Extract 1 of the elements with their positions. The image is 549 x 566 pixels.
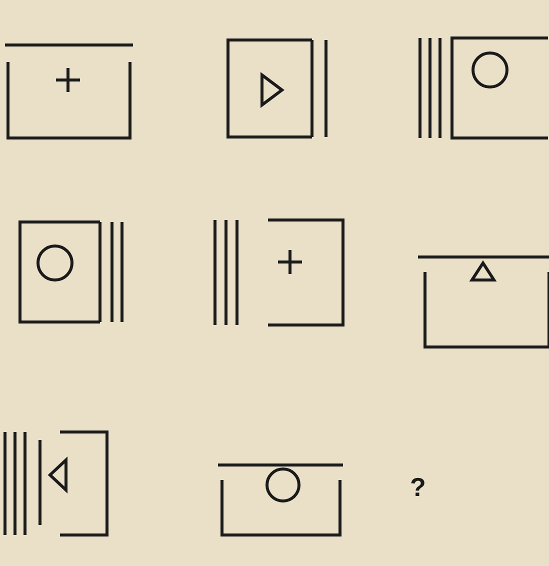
question-mark: ? [410, 472, 426, 503]
